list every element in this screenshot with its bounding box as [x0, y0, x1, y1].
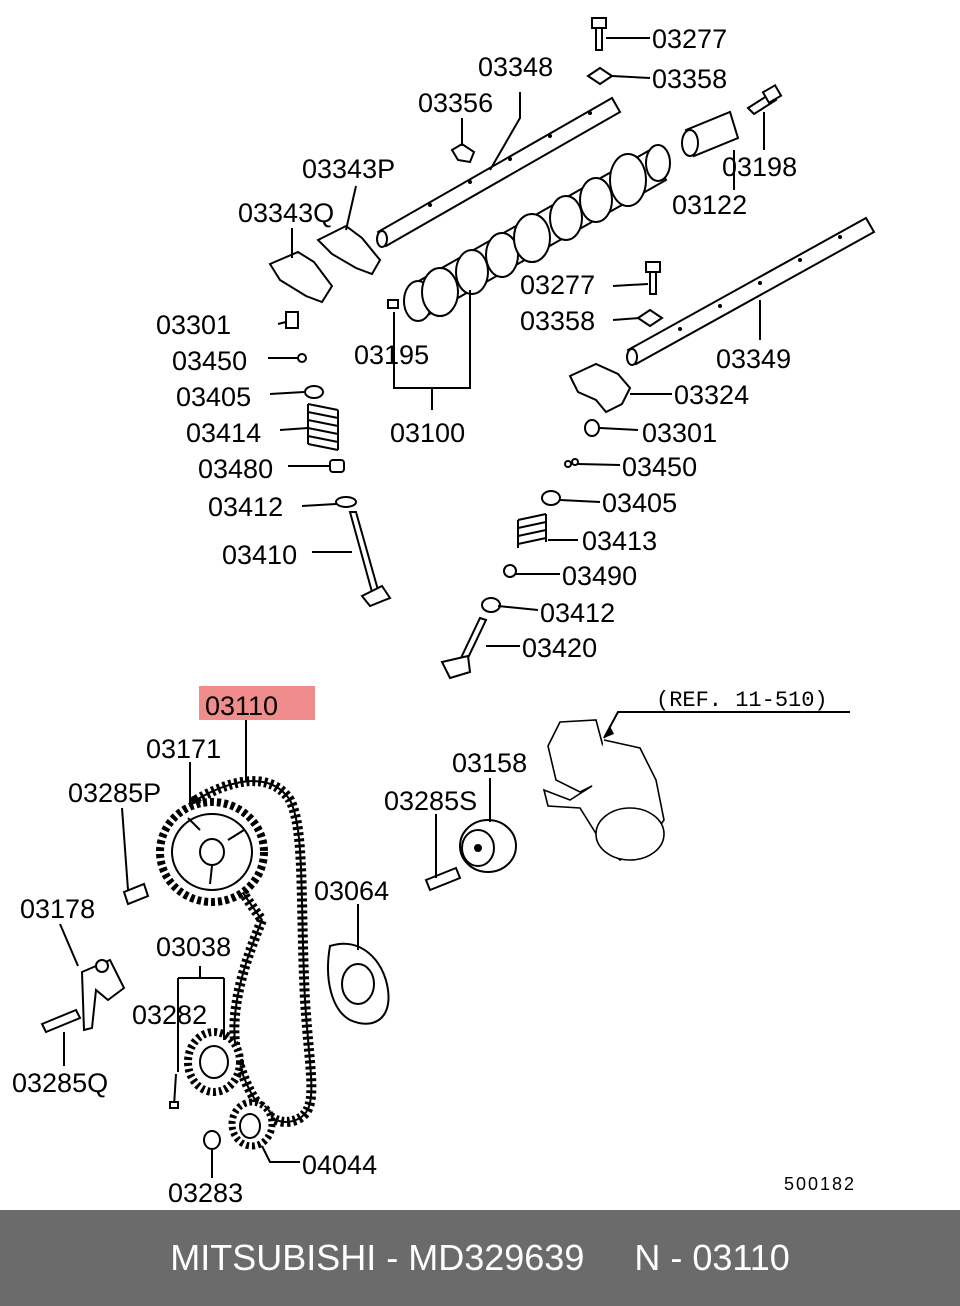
clip-03356 [450, 142, 476, 164]
idler-04044 [228, 1098, 276, 1150]
adjuster-03301b [584, 419, 600, 437]
label-03285S[interactable]: 03285S [384, 786, 477, 816]
bolt-03277a [591, 17, 607, 51]
nut-03450a [297, 353, 307, 363]
seat-03412b [481, 597, 501, 613]
seal-03480 [329, 459, 345, 473]
ref-sketch [542, 719, 665, 861]
washer-03283 [203, 1130, 221, 1150]
bolt-03277b [645, 261, 661, 295]
seal-03490 [503, 564, 517, 578]
label-03405b[interactable]: 03405 [602, 488, 677, 518]
seat-03412a [335, 496, 357, 508]
label-03405a[interactable]: 03405 [176, 382, 251, 412]
label-03195[interactable]: 03195 [354, 340, 429, 370]
label-03282[interactable]: 03282 [132, 1000, 207, 1030]
diagram-code: 500182 [784, 1174, 856, 1194]
label-03301a[interactable]: 03301 [156, 310, 231, 340]
label-03158[interactable]: 03158 [452, 748, 527, 778]
cap-03358b [636, 308, 664, 328]
label-03413[interactable]: 03413 [582, 526, 657, 556]
spring-03414 [307, 403, 339, 451]
adjuster-03301a [285, 311, 299, 329]
label-03349[interactable]: 03349 [716, 344, 791, 374]
ref-note: (REF. 11-510) [656, 688, 828, 713]
highlight-box [199, 686, 315, 720]
label-03064[interactable]: 03064 [314, 876, 389, 906]
rocker-arm-03343P [316, 224, 382, 276]
label-03178[interactable]: 03178 [20, 894, 95, 924]
retainer-03405a [304, 385, 324, 399]
label-03348[interactable]: 03348 [478, 52, 553, 82]
label-03038[interactable]: 03038 [156, 932, 231, 962]
label-03343Q[interactable]: 03343Q [238, 198, 334, 228]
label-03358b[interactable]: 03358 [520, 306, 595, 336]
bolt-03198 [746, 83, 783, 116]
retainer-03405b [541, 490, 561, 506]
label-03410[interactable]: 03410 [222, 540, 297, 570]
cover-03064 [327, 942, 390, 1025]
bolt-03285P [122, 882, 150, 906]
camshaft-sprocket-03171 [156, 798, 268, 906]
rocker-shaft-lower [626, 216, 876, 366]
label-03285Q[interactable]: 03285Q [12, 1068, 108, 1098]
label-03301b[interactable]: 03301 [642, 418, 717, 448]
label-03171[interactable]: 03171 [146, 734, 221, 764]
label-04044[interactable]: 04044 [302, 1150, 377, 1180]
label-03324[interactable]: 03324 [674, 380, 749, 410]
plug-03122 [681, 110, 740, 158]
label-03356[interactable]: 03356 [418, 88, 493, 118]
label-03412a[interactable]: 03412 [208, 492, 283, 522]
camshaft [403, 144, 671, 322]
label-03490[interactable]: 03490 [562, 561, 637, 591]
valve-03420 [440, 616, 488, 680]
label-03450b[interactable]: 03450 [622, 452, 697, 482]
label-03283[interactable]: 03283 [168, 1178, 243, 1208]
label-03343P[interactable]: 03343P [302, 154, 395, 184]
rocker-arm-03324 [568, 362, 632, 414]
parts-diagram: 03277 03358 03348 03356 03198 03343P 031… [12, 17, 876, 1208]
bolt-03285S [424, 866, 462, 892]
rocker-arm-03343Q [268, 250, 334, 304]
rocker-shaft-upper [376, 96, 622, 248]
label-03110[interactable]: 03110 [205, 691, 278, 721]
crank-sprocket-03282 [184, 1028, 244, 1096]
footer-bar: MITSUBISHI - MD329639 N - 03110 [0, 1210, 960, 1306]
pulley-03158 [459, 819, 517, 873]
key-03038 [169, 1073, 179, 1109]
nut-03450b [564, 458, 579, 468]
cap-03358a [586, 66, 614, 86]
label-03358a[interactable]: 03358 [652, 64, 727, 94]
label-03277a[interactable]: 03277 [652, 24, 727, 54]
label-03480[interactable]: 03480 [198, 454, 273, 484]
label-03100[interactable]: 03100 [390, 418, 465, 448]
label-03414[interactable]: 03414 [186, 418, 261, 448]
label-03420[interactable]: 03420 [522, 633, 597, 663]
label-03122[interactable]: 03122 [672, 190, 747, 220]
tensioner-03178 [80, 958, 126, 1032]
label-03277b[interactable]: 03277 [520, 270, 595, 300]
pin-03195 [387, 299, 399, 309]
part-labels: 03277 03358 03348 03356 03198 03343P 031… [12, 24, 797, 1208]
label-03198[interactable]: 03198 [722, 152, 797, 182]
timing-belt-03110 [189, 776, 317, 1127]
footer-text: MITSUBISHI - MD329639 N - 03110 [170, 1237, 790, 1278]
bolt-03285Q [40, 1008, 82, 1034]
label-03285P[interactable]: 03285P [68, 778, 161, 808]
leader-lines [59, 37, 850, 1178]
label-03450a[interactable]: 03450 [172, 346, 247, 376]
label-03412b[interactable]: 03412 [540, 598, 615, 628]
valve-03410 [348, 511, 392, 608]
spring-03413 [517, 513, 547, 548]
